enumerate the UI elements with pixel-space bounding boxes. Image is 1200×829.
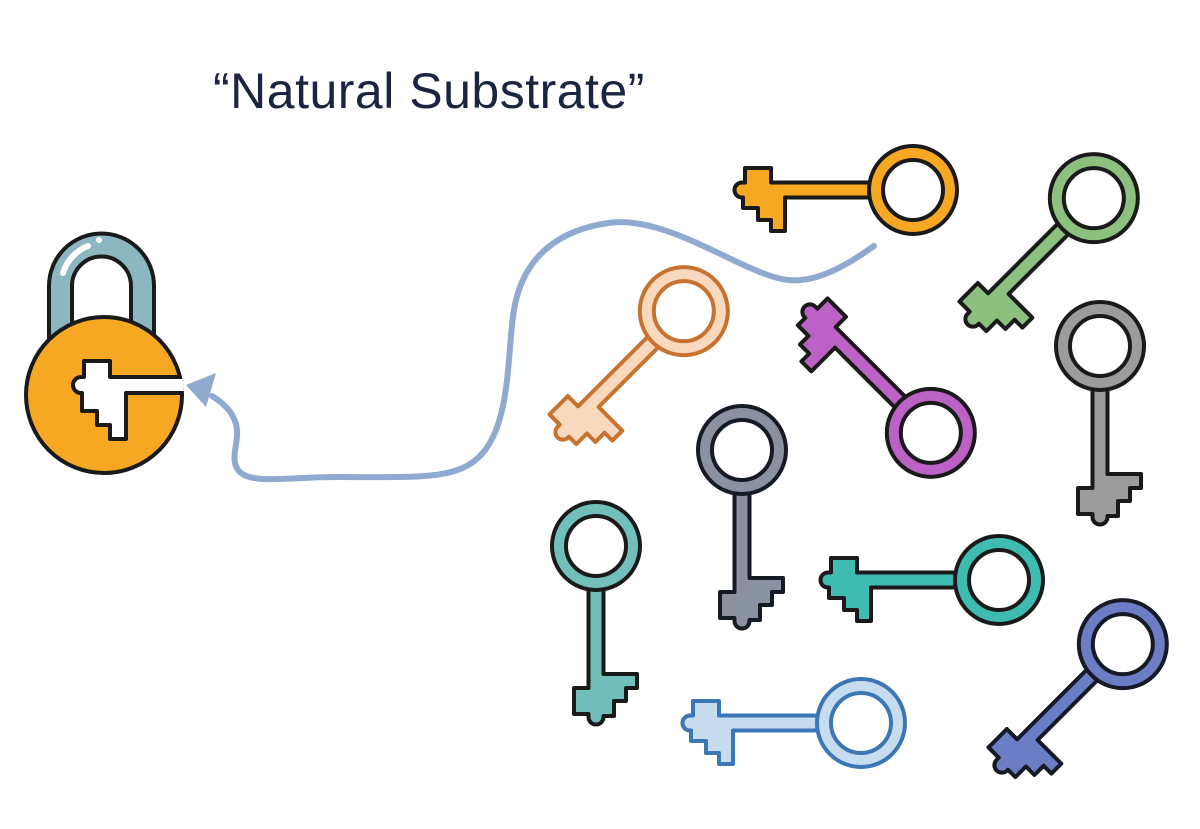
key-teal-bright — [818, 534, 1045, 626]
key-gray — [1054, 300, 1146, 527]
shackle-highlight-dot — [96, 237, 102, 243]
connector-arrow — [186, 219, 877, 483]
key-amber — [732, 144, 959, 236]
key-teal — [550, 500, 642, 727]
key-lightblue — [680, 677, 907, 769]
padlock-shackle — [47, 231, 156, 342]
connector-curve — [209, 219, 877, 483]
padlock-icon — [24, 231, 184, 475]
arrowhead-icon — [186, 373, 216, 407]
key-purple — [773, 275, 993, 495]
key-slate — [696, 404, 788, 631]
page-title: “Natural Substrate” — [213, 63, 645, 119]
keyhole — [71, 359, 184, 441]
shackle-highlight — [60, 243, 91, 276]
